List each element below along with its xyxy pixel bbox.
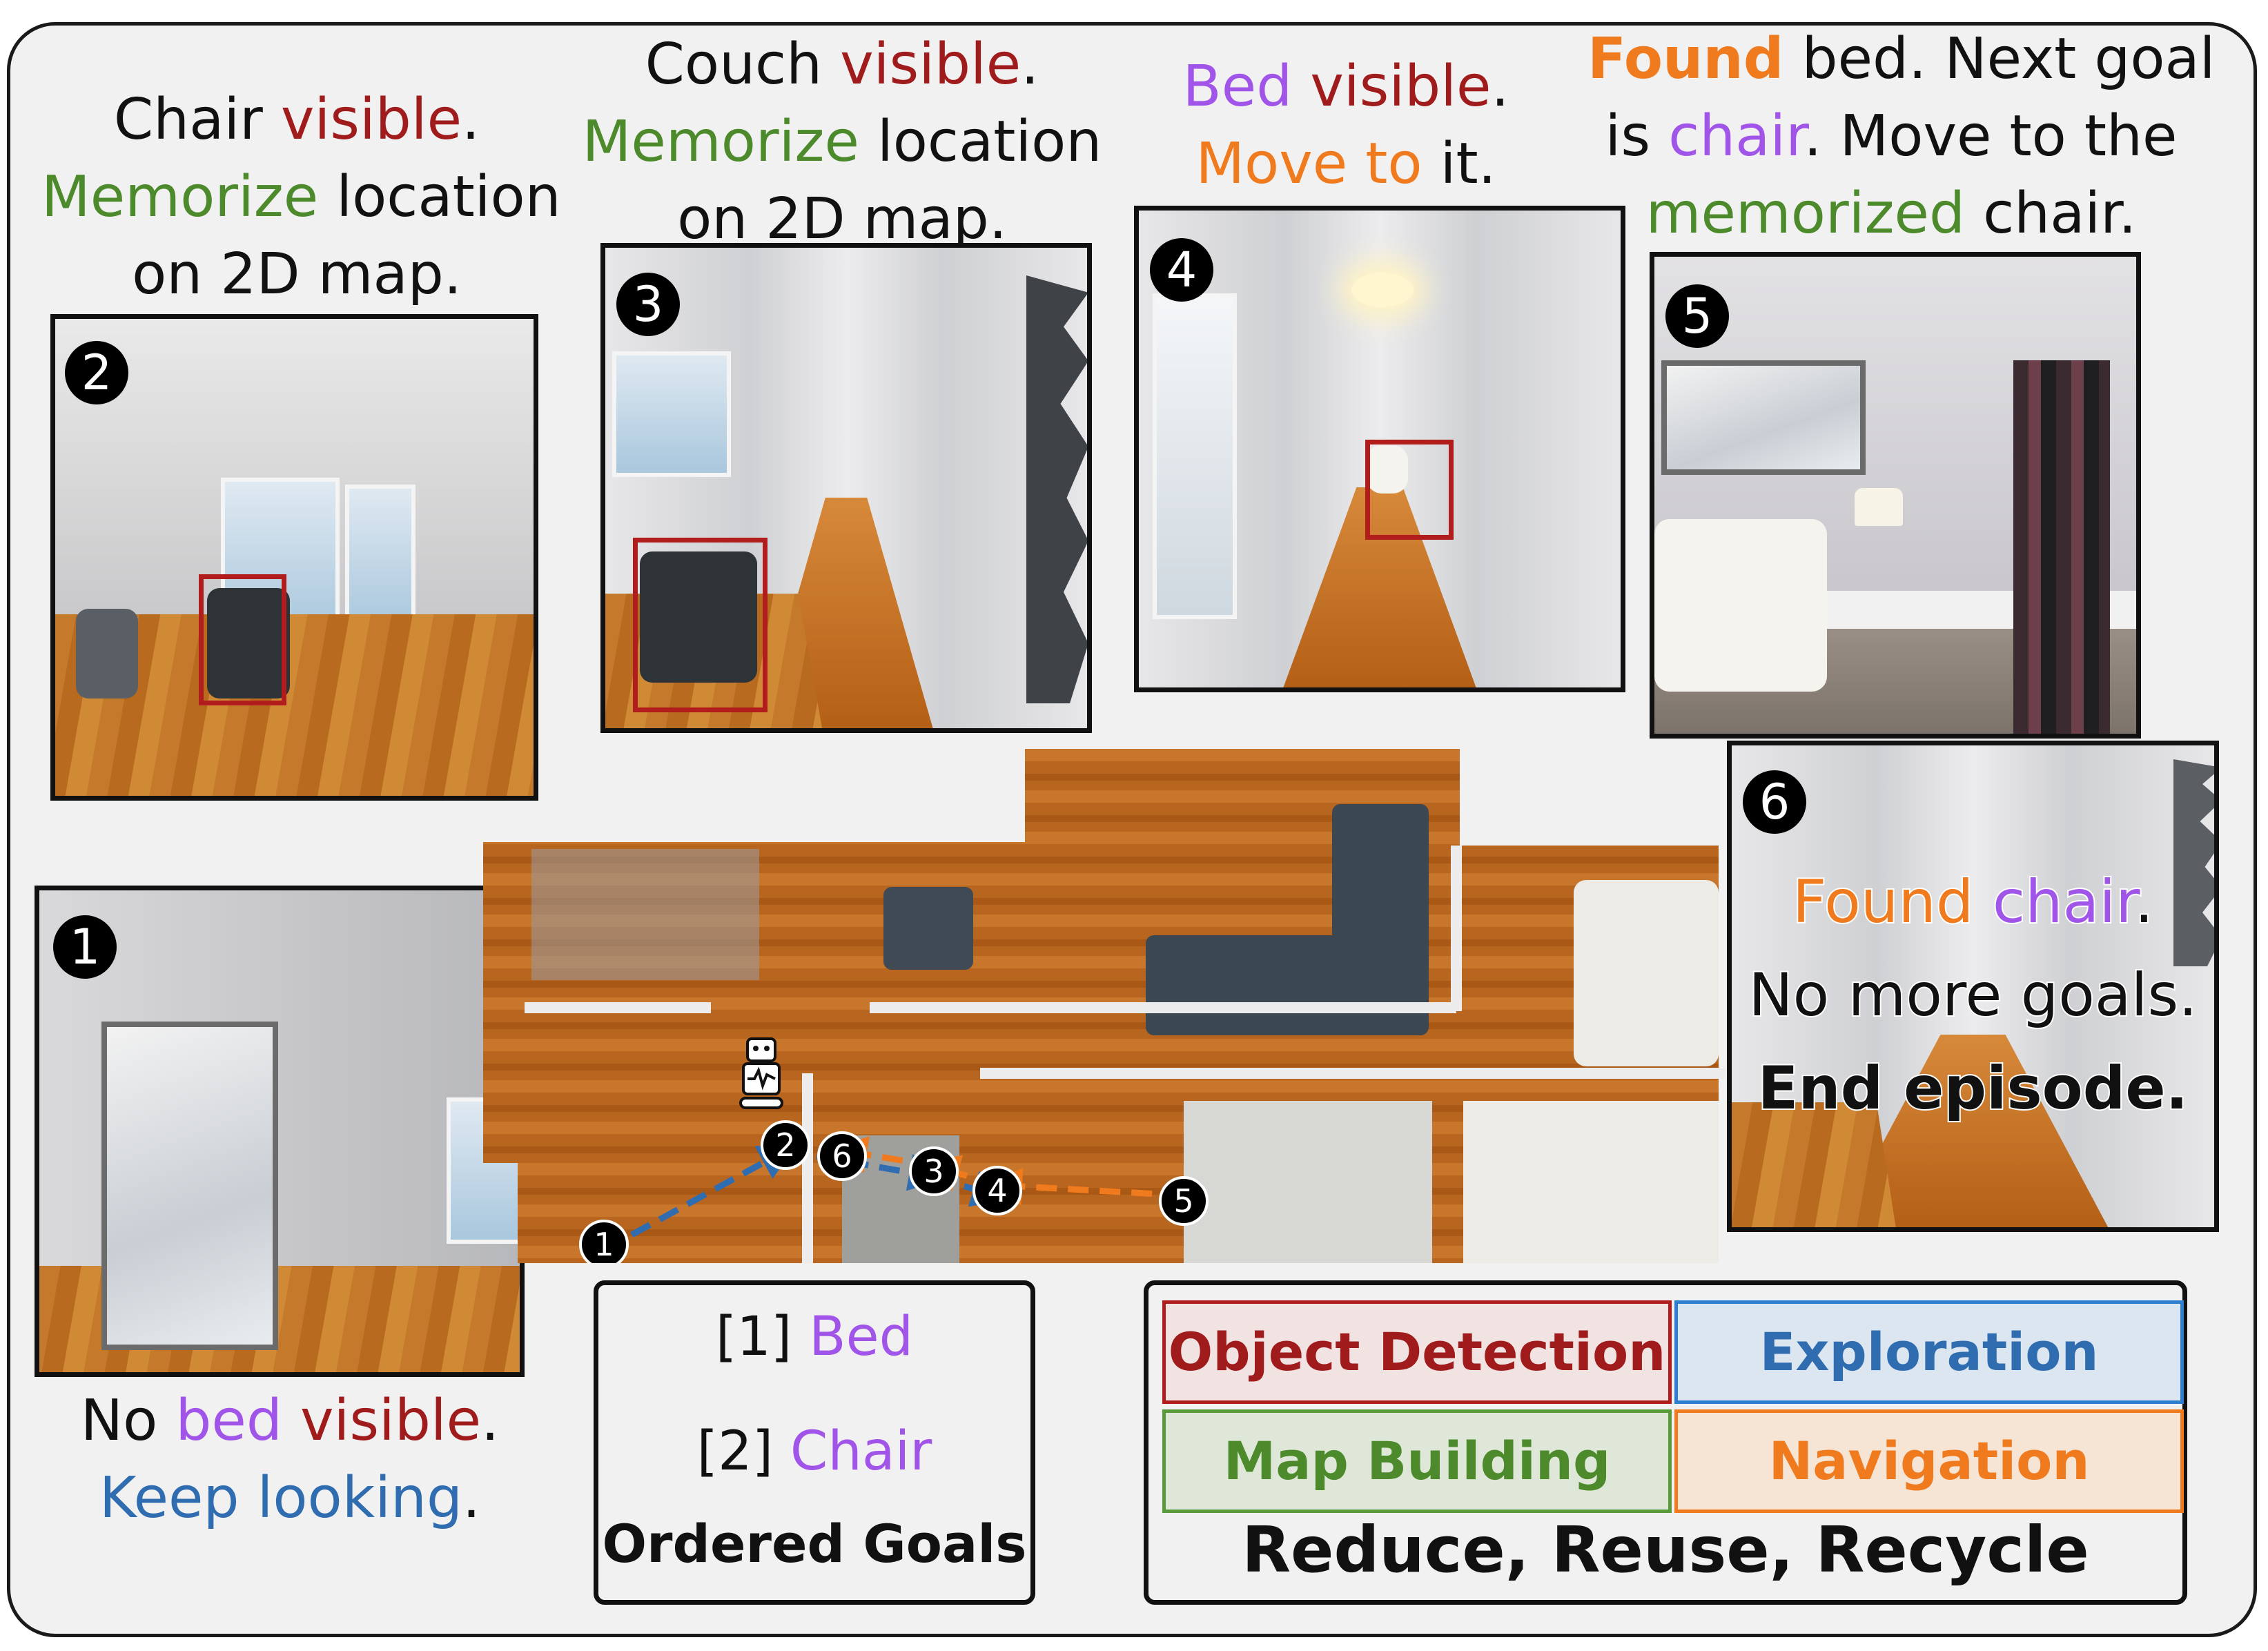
map-marker-label: 4 <box>987 1172 1007 1209</box>
legend-navigation: Navigation <box>1674 1409 2184 1513</box>
panel-1-caption: No bed visible. Keep looking. <box>80 1388 500 1531</box>
robot-icon <box>739 1037 783 1109</box>
map-marker-5: 5 <box>1159 1176 1209 1226</box>
map-marker-label: 1 <box>594 1226 614 1263</box>
step-badge-3: 3 <box>616 273 680 336</box>
panel-4-caption: Bed visible. Move to it. <box>1182 54 1509 197</box>
ordered-goals-title: Ordered Goals <box>602 1513 1027 1574</box>
goal-item-2: [2] Chair <box>696 1420 932 1483</box>
panel-5-caption: Found bed. Next goal is chair. Move to t… <box>1587 26 2216 246</box>
legend-exploration: Exploration <box>1674 1300 2184 1404</box>
capabilities-legend: Object Detection Exploration Map Buildin… <box>1144 1280 2187 1605</box>
legend-object-detection: Object Detection <box>1162 1300 1672 1404</box>
map-marker-6: 6 <box>817 1131 867 1181</box>
step-badge-5: 5 <box>1665 284 1729 348</box>
panel-1-photo: 1 <box>35 886 525 1377</box>
step-badge-2: 2 <box>65 341 128 404</box>
map-marker-4: 4 <box>972 1166 1022 1215</box>
map-marker-label: 2 <box>775 1126 795 1164</box>
map-marker-label: 5 <box>1173 1182 1193 1220</box>
panel-6-overlay: Found chair. No more goals. End episode. <box>1747 866 2198 1124</box>
ordered-goals-box: [1] Bed [2] Chair Ordered Goals <box>594 1280 1035 1605</box>
goal-item-1: [1] Bed <box>715 1306 914 1368</box>
step-badge-1: 1 <box>53 915 117 979</box>
panel-5-photo: 5 <box>1650 252 2141 739</box>
map-marker-label: 3 <box>923 1153 944 1190</box>
panel-2-caption: Chair visible. Memorize location on 2D m… <box>41 87 561 307</box>
map-marker-1: 1 <box>579 1220 629 1263</box>
exploration-path-segment <box>602 1144 796 1253</box>
map-marker-label: 6 <box>832 1137 852 1175</box>
panel-4-photo: 4 <box>1134 206 1625 692</box>
panel-2-photo: 2 <box>50 314 538 801</box>
legend-map-building: Map Building <box>1162 1409 1672 1513</box>
step-badge-4: 4 <box>1150 238 1213 302</box>
legend-title: Reduce, Reuse, Recycle <box>1242 1513 2089 1587</box>
panel-3-photo: 3 <box>600 243 1092 733</box>
panel-6-photo: 6 Found chair. No more goals. End episod… <box>1727 741 2219 1232</box>
panel-3-caption: Couch visible. Memorize location on 2D m… <box>582 32 1102 252</box>
step-badge-6: 6 <box>1743 770 1806 834</box>
map-marker-2: 2 <box>761 1120 810 1170</box>
map-marker-3: 3 <box>909 1146 959 1196</box>
